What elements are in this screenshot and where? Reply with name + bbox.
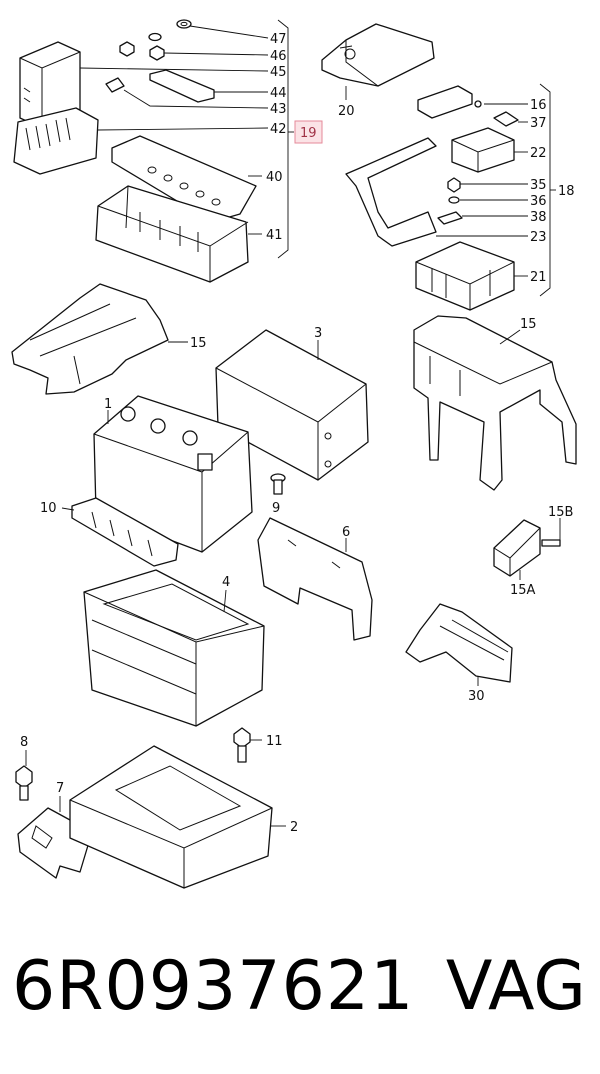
bolt-8 xyxy=(15,765,33,801)
callout-15B: 15B xyxy=(548,505,573,520)
leader-lines-top-left xyxy=(79,25,269,235)
battery-1 xyxy=(93,395,253,553)
callout-9: 9 xyxy=(272,501,280,516)
battery-base-2 xyxy=(69,745,273,889)
callout-16: 16 xyxy=(530,98,547,113)
callout-15-right: 15 xyxy=(520,317,537,332)
leader-lines-top-right xyxy=(345,86,528,277)
fuse-box-group xyxy=(13,19,257,283)
cable-strip-10 xyxy=(71,497,179,567)
callout-46: 46 xyxy=(270,49,287,64)
callout-30: 30 xyxy=(468,689,485,704)
callout-8: 8 xyxy=(20,735,28,750)
callout-47: 47 xyxy=(270,32,287,47)
battery-insulator-3 xyxy=(215,329,369,481)
callout-22: 22 xyxy=(530,146,547,161)
callout-19: 19 xyxy=(300,126,317,141)
callout-23: 23 xyxy=(530,230,547,245)
battery-tray-4 xyxy=(83,569,265,727)
callout-1: 1 xyxy=(104,397,112,412)
callout-3: 3 xyxy=(314,326,322,341)
callout-38: 38 xyxy=(530,210,547,225)
callout-10: 10 xyxy=(40,501,57,516)
callout-20: 20 xyxy=(338,104,355,119)
callout-7: 7 xyxy=(56,781,64,796)
frame-15-right xyxy=(413,315,577,491)
callout-2: 2 xyxy=(290,820,298,835)
callout-18: 18 xyxy=(558,184,575,199)
callout-45: 45 xyxy=(270,65,287,80)
relay-group xyxy=(321,23,519,311)
callout-40: 40 xyxy=(266,170,283,185)
footer: 6R0937621 VAG xyxy=(0,945,600,1045)
heat-shield-6 xyxy=(257,517,373,641)
exploded-parts-diagram: 47 46 45 44 43 42 19 40 41 20 16 37 22 1… xyxy=(11,19,577,889)
callout-44: 44 xyxy=(270,86,287,101)
bolt-11 xyxy=(233,727,251,763)
callout-labels: 47 46 45 44 43 42 19 40 41 20 16 37 22 1… xyxy=(20,32,575,835)
bracket-15-left xyxy=(11,283,169,395)
callout-41: 41 xyxy=(266,228,283,243)
callout-4: 4 xyxy=(222,575,230,590)
callout-35: 35 xyxy=(530,178,547,193)
callout-15A: 15A xyxy=(510,583,536,598)
callout-36: 36 xyxy=(530,194,547,209)
callout-11: 11 xyxy=(266,734,283,749)
brand-label: VAG xyxy=(445,947,586,1026)
duct-30 xyxy=(405,603,513,683)
callout-15-left: 15 xyxy=(190,336,207,351)
callout-6: 6 xyxy=(342,525,350,540)
callout-42: 42 xyxy=(270,122,287,137)
callout-21: 21 xyxy=(530,270,547,285)
part-number: 6R0937621 xyxy=(12,947,415,1026)
relay-15A xyxy=(493,519,561,577)
callout-37: 37 xyxy=(530,116,547,131)
callout-43: 43 xyxy=(270,102,287,117)
bolt-9 xyxy=(270,473,286,495)
